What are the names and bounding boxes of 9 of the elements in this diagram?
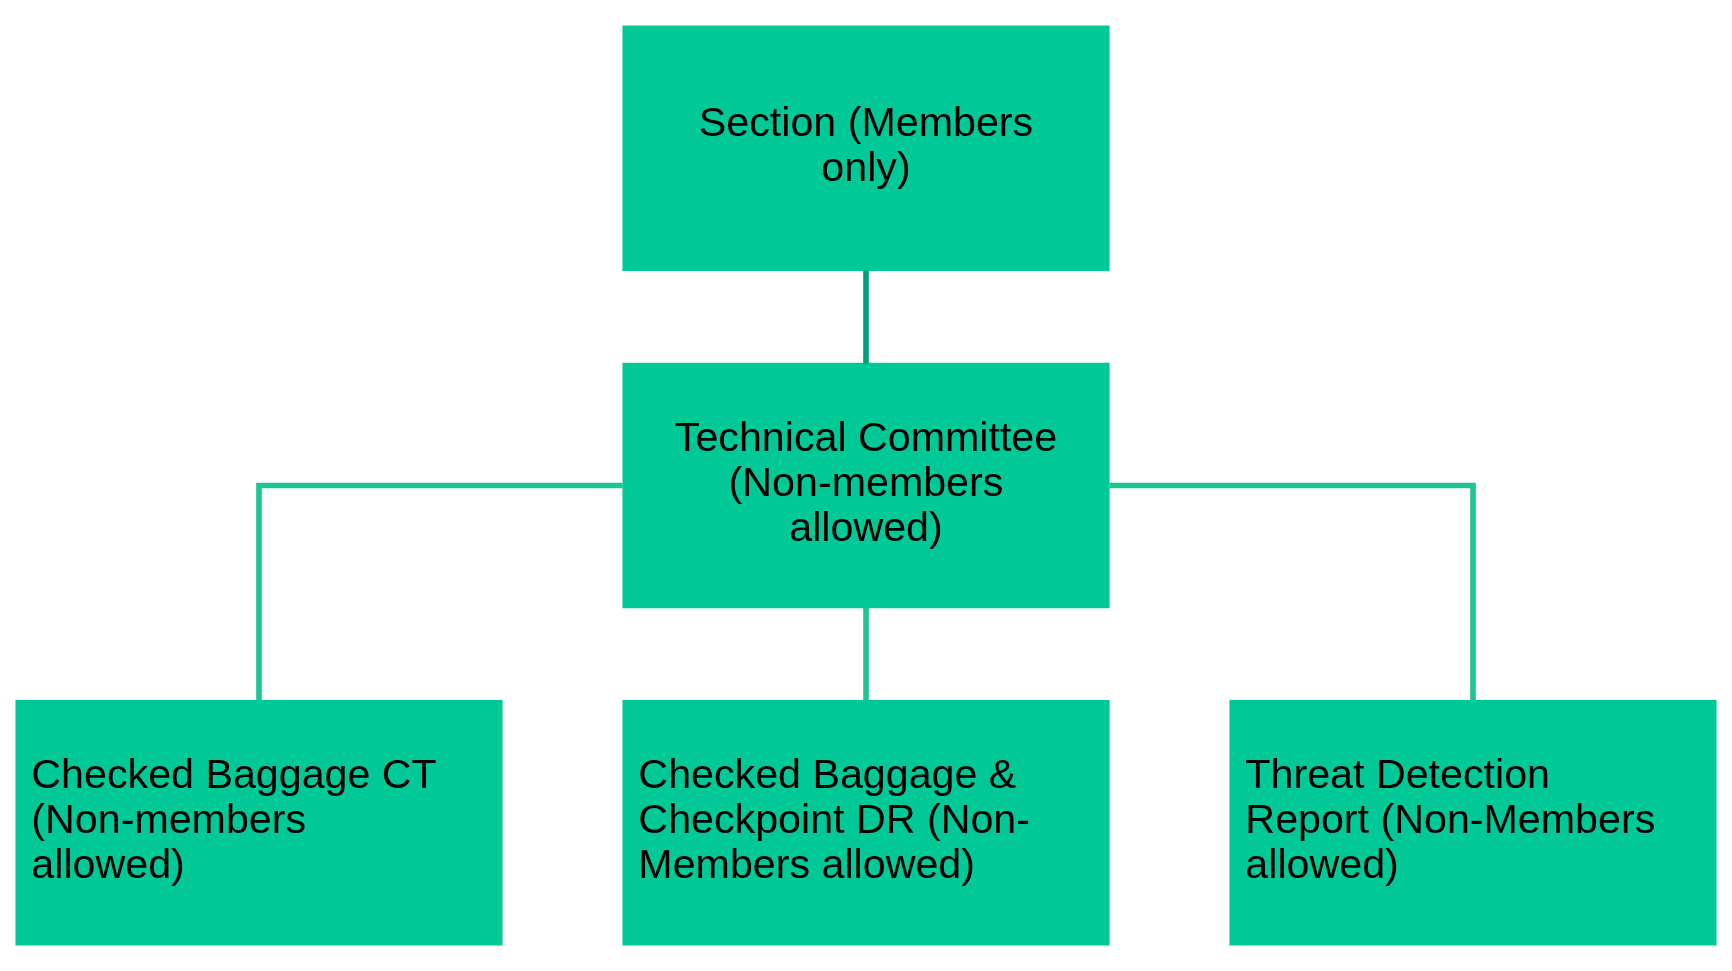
node-box: Technical Committee (Non-members allowed) — [622, 362, 1110, 609]
node-box: Section (Members only) — [622, 25, 1110, 271]
connector — [863, 607, 869, 701]
node-box: Checked Baggage CT (Non-members allowed) — [15, 700, 503, 946]
connector — [256, 482, 623, 701]
node-box: Checked Baggage & Checkpoint DR (Non-Members allowed) — [622, 700, 1110, 946]
connector — [1109, 482, 1476, 701]
node-box: Threat Detection Report (Non-Members allowed) — [1229, 700, 1717, 946]
connector — [863, 270, 869, 364]
